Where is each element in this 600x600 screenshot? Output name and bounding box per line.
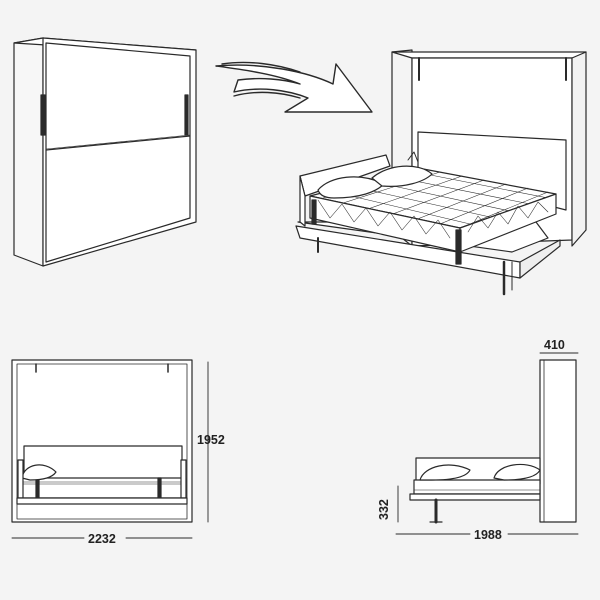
closed-cabinet	[13, 37, 197, 267]
open-bed	[295, 49, 587, 296]
bed-height-dimension-label: 332	[377, 499, 391, 520]
width-dimension-label: 2232	[88, 532, 116, 546]
side-view	[409, 359, 577, 524]
front-view	[11, 359, 193, 523]
handle-right	[184, 94, 189, 136]
depth-closed-dimension-label: 410	[544, 338, 565, 352]
height-dimension-label: 1952	[197, 433, 225, 447]
dimension-lines-side	[395, 352, 579, 535]
front-panel-split	[45, 135, 191, 151]
mattress-quilting	[300, 168, 549, 227]
transition-arrow	[215, 61, 373, 113]
handle-left	[40, 94, 46, 136]
dimension-lines-front	[11, 361, 209, 539]
depth-open-dimension-label: 1988	[474, 528, 502, 542]
